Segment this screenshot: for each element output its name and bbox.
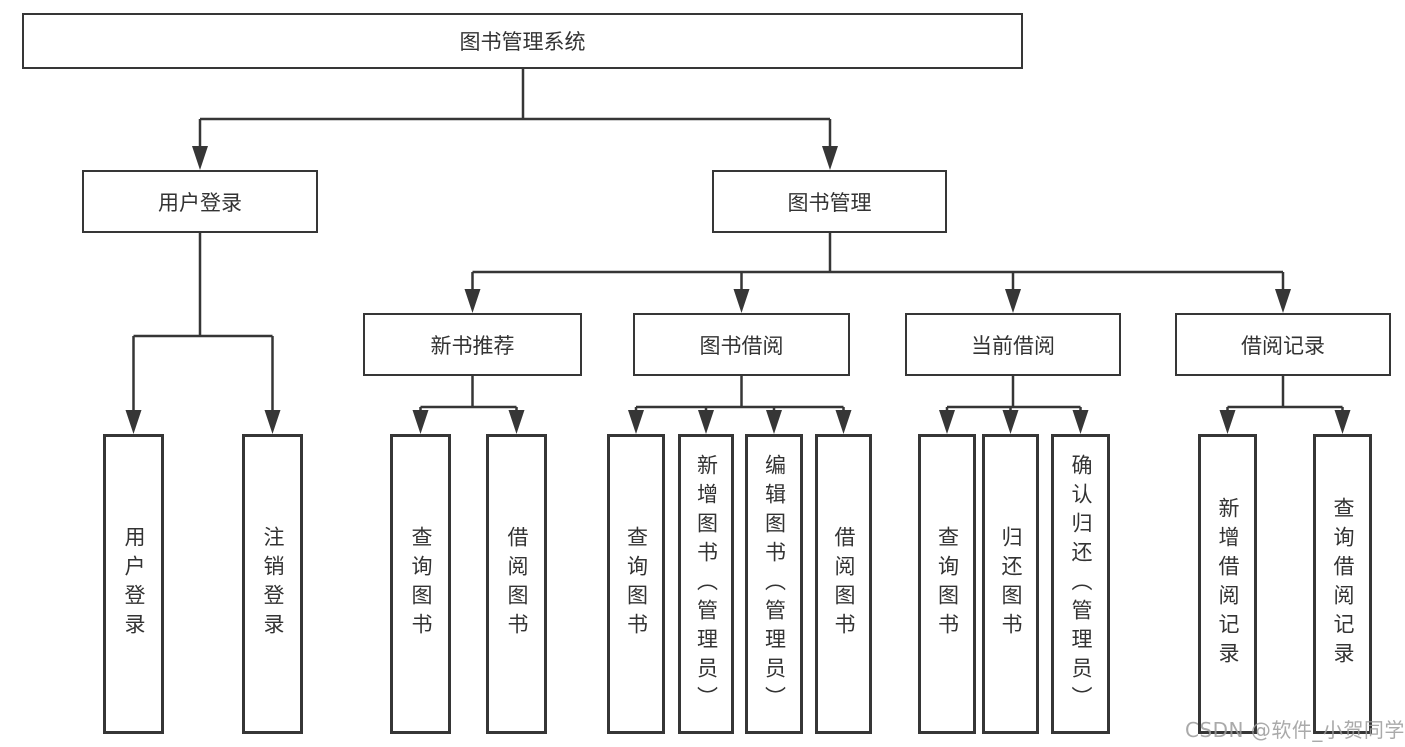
node-recommend-query-books: 查询图书 — [390, 434, 451, 734]
node-label: 借阅记录 — [1241, 333, 1325, 358]
node-records-add-record: 新增借阅记录 — [1198, 434, 1257, 734]
node-records-query-record: 查询借阅记录 — [1313, 434, 1372, 734]
node-label: 用户登录 — [158, 190, 242, 215]
node-current-borrow: 当前借阅 — [905, 313, 1121, 376]
csdn-watermark: CSDN @软件_小贺同学 — [1185, 718, 1405, 742]
arrow-down-icon — [1334, 410, 1351, 434]
node-borrow-records: 借阅记录 — [1175, 313, 1391, 376]
node-current-return-books: 归还图书 — [982, 434, 1039, 734]
node-label: 查询借阅记录 — [1331, 497, 1355, 671]
arrow-down-icon — [1219, 410, 1236, 434]
arrow-down-icon — [628, 410, 644, 434]
arrow-down-icon — [1002, 410, 1019, 434]
node-label: 借阅图书 — [505, 526, 529, 642]
node-borrow-edit-books-admin: 编辑图书（管理员） — [745, 434, 803, 734]
arrow-down-icon — [264, 410, 281, 434]
connector-book-management-to-level3 — [464, 233, 1291, 313]
node-label: 新增图书（管理员） — [694, 453, 719, 715]
arrow-down-icon — [733, 289, 750, 313]
node-book-management: 图书管理 — [712, 170, 947, 233]
node-label: 图书管理 — [787, 190, 872, 215]
node-label: 查询图书 — [935, 526, 960, 642]
node-current-query-books: 查询图书 — [918, 434, 976, 734]
node-label: 查询图书 — [624, 526, 649, 642]
node-borrow-borrow-books: 借阅图书 — [815, 434, 872, 734]
arrow-down-icon — [835, 410, 852, 434]
arrow-down-icon — [698, 410, 714, 434]
node-label: 图书借阅 — [699, 333, 784, 358]
node-recommend-borrow-books: 借阅图书 — [486, 434, 547, 734]
node-label: 借阅图书 — [832, 526, 856, 642]
node-label: 新增借阅记录 — [1216, 497, 1240, 671]
node-label: 注销登录 — [261, 526, 285, 642]
node-label: 归还图书 — [999, 526, 1023, 642]
node-new-book-recommend: 新书推荐 — [363, 313, 582, 376]
connector-root-to-level2 — [192, 69, 838, 170]
node-label: 编辑图书（管理员） — [762, 453, 787, 715]
node-leaf-user-login: 用户登录 — [103, 434, 164, 734]
node-label: 用户登录 — [122, 526, 146, 642]
node-label: 图书管理系统 — [459, 30, 586, 54]
arrow-down-icon — [1072, 410, 1089, 434]
arrow-down-icon — [464, 289, 481, 313]
connector-borrow-records-to-leaves — [1219, 376, 1351, 434]
node-root: 图书管理系统 — [22, 13, 1023, 69]
node-current-confirm-return-admin: 确认归还（管理员） — [1051, 434, 1110, 734]
arrow-down-icon — [766, 410, 782, 434]
node-label: 查询图书 — [409, 526, 433, 642]
connector-current-borrow-to-leaves — [939, 376, 1089, 434]
node-label: 当前借阅 — [971, 333, 1055, 358]
arrow-down-icon — [822, 146, 838, 170]
node-borrow-query-books: 查询图书 — [607, 434, 665, 734]
arrow-down-icon — [939, 410, 955, 434]
arrow-down-icon — [1275, 289, 1291, 313]
arrow-down-icon — [125, 410, 142, 434]
connector-book-borrow-to-leaves — [628, 376, 852, 434]
arrow-down-icon — [1005, 289, 1021, 313]
node-leaf-logout: 注销登录 — [242, 434, 303, 734]
arrow-down-icon — [508, 410, 525, 434]
arrow-down-icon — [412, 410, 429, 434]
node-book-borrow: 图书借阅 — [633, 313, 850, 376]
connector-user-login-to-leaves — [125, 233, 281, 434]
node-label: 新书推荐 — [430, 333, 515, 358]
node-label: 确认归还（管理员） — [1069, 453, 1093, 715]
connector-new-book-recommend-to-leaves — [412, 376, 525, 434]
node-user-login: 用户登录 — [82, 170, 318, 233]
node-borrow-add-books-admin: 新增图书（管理员） — [678, 434, 734, 734]
arrow-down-icon — [192, 146, 208, 170]
